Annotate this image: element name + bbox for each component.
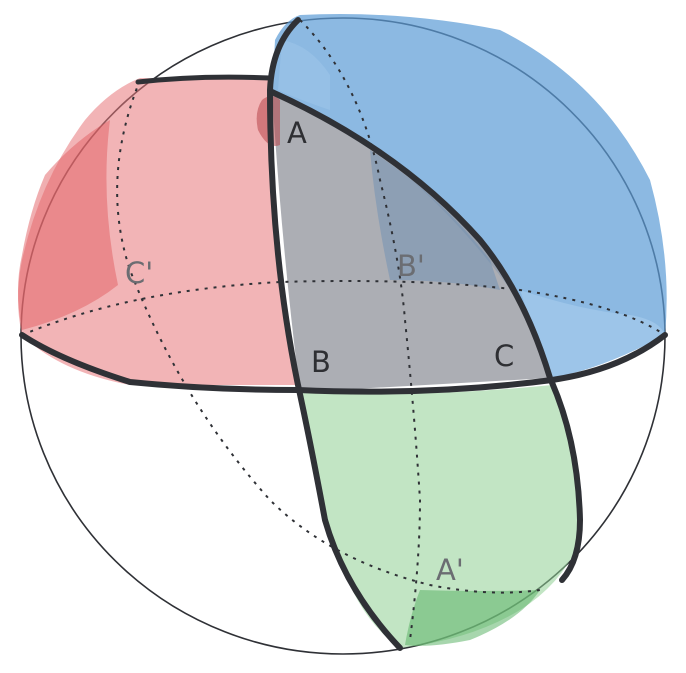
green-region-shadow bbox=[405, 590, 540, 646]
blue-region-light-right bbox=[520, 290, 665, 378]
hidden-meridian-left bbox=[116, 79, 541, 594]
vertex-label-c: C bbox=[494, 339, 514, 373]
arc-equator-front bbox=[19, 332, 668, 395]
arc-hypotenuse bbox=[269, 89, 584, 583]
vertex-label-b: B bbox=[311, 345, 331, 379]
vertex-label-b-prime: B' bbox=[397, 249, 425, 283]
red-region-shadow bbox=[18, 120, 118, 330]
vertex-label-a: A bbox=[287, 116, 307, 150]
blue-region-light bbox=[278, 40, 330, 110]
blue-region bbox=[272, 14, 667, 378]
arc-red-top bbox=[135, 74, 273, 85]
vertex-label-a-prime: A' bbox=[436, 553, 464, 587]
green-region bbox=[302, 385, 580, 648]
vertex-label-c-prime: C' bbox=[125, 256, 153, 290]
triangle-overlap-blue bbox=[370, 150, 500, 290]
